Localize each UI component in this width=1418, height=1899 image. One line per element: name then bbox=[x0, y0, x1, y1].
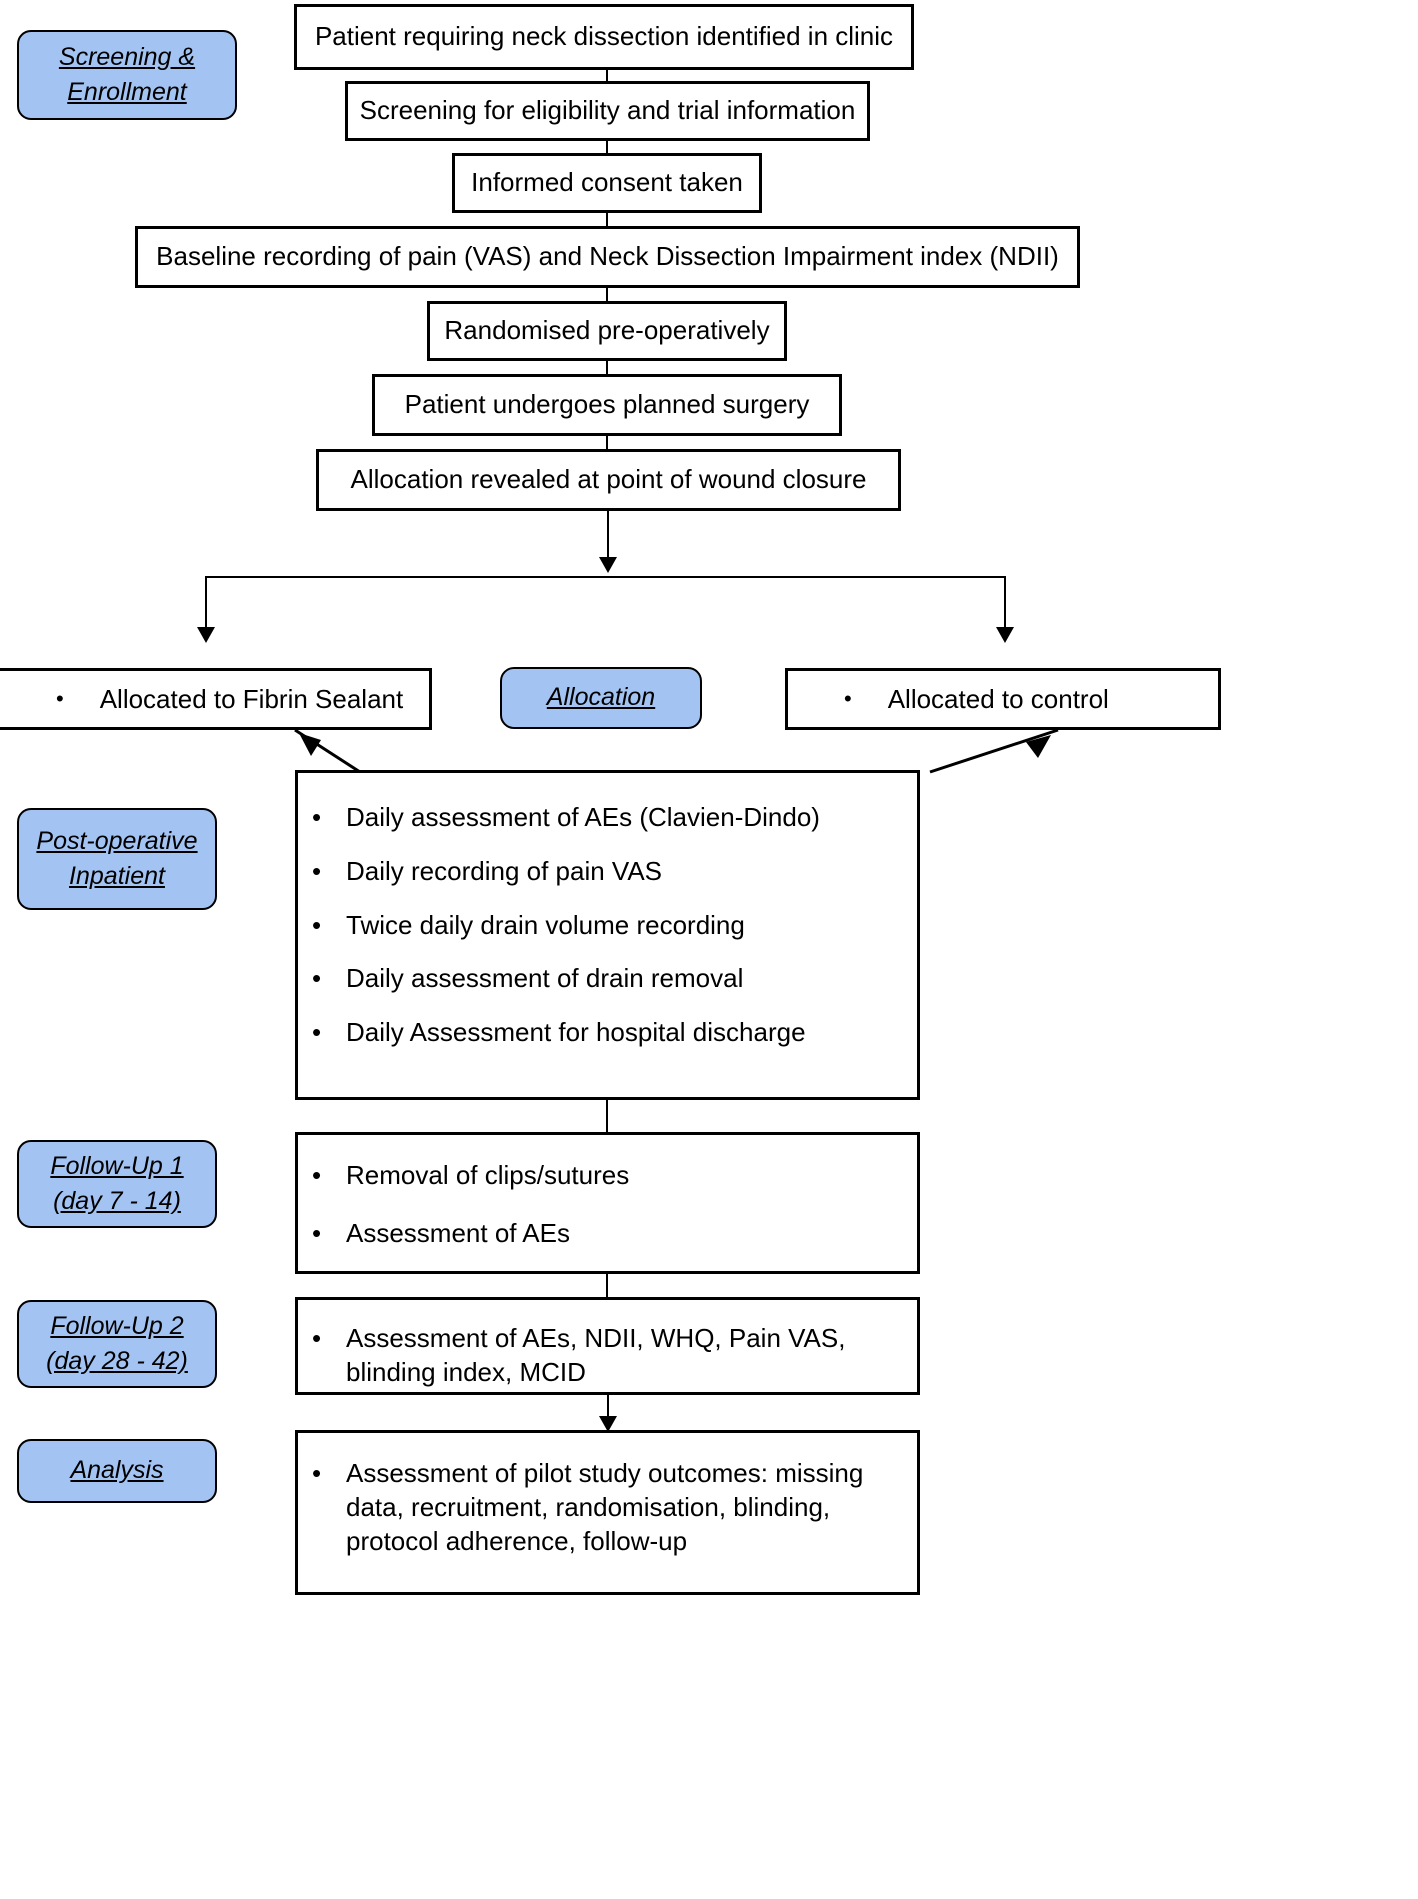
stage-label-allocation: Allocation bbox=[500, 667, 702, 729]
connector-consent-to-baseline bbox=[606, 211, 608, 227]
connector-arms-converge bbox=[294, 728, 1059, 774]
arrowhead-left-arm bbox=[197, 627, 215, 643]
stage-label-screening-enrollment: Screening & Enrollment bbox=[17, 30, 237, 120]
list-item-text: Assessment of pilot study outcomes: miss… bbox=[346, 1458, 864, 1556]
connector-split-horizontal bbox=[205, 576, 1005, 578]
list-item: • Daily recording of pain VAS bbox=[298, 855, 917, 889]
process-box-identified: Patient requiring neck dissection identi… bbox=[294, 4, 914, 70]
arm-box-text: Allocated to control bbox=[887, 683, 1109, 714]
bullet-icon: • bbox=[312, 1217, 322, 1248]
connector-screening-to-consent bbox=[606, 139, 608, 154]
stage-label-line: Inpatient bbox=[69, 862, 165, 890]
stage-label-line: Follow-Up 2 bbox=[50, 1311, 184, 1340]
process-box-surgery: Patient undergoes planned surgery bbox=[372, 374, 842, 436]
stage-label-line: Allocation bbox=[546, 683, 656, 712]
bullet-icon: • bbox=[312, 963, 322, 994]
list-item: • Daily Assessment for hospital discharg… bbox=[298, 1016, 917, 1050]
bullet-icon: • bbox=[312, 802, 322, 832]
panel-list: • Daily assessment of AEs (Clavien-Dindo… bbox=[298, 801, 917, 1050]
bullet-icon: • bbox=[844, 686, 852, 711]
connector-baseline-to-randomised bbox=[606, 286, 608, 302]
list-item: • Assessment of pilot study outcomes: mi… bbox=[298, 1457, 917, 1558]
connector-surgery-to-allocation-revealed bbox=[606, 434, 608, 450]
connector-followup2-to-analysis bbox=[607, 1393, 609, 1423]
panel-follow-up-2: • Assessment of AEs, NDII, WHQ, Pain VAS… bbox=[295, 1297, 920, 1395]
connector-split-right-down bbox=[1004, 576, 1006, 633]
stage-label-follow-up-1: Follow-Up 1 (day 7 - 14) bbox=[17, 1140, 217, 1228]
stage-label-line: Enrollment bbox=[67, 78, 187, 106]
arm-box-text: Allocated to Fibrin Sealant bbox=[99, 683, 404, 714]
list-item: • Assessment of AEs bbox=[298, 1217, 917, 1251]
process-box-text: Patient undergoes planned surgery bbox=[404, 389, 810, 420]
panel-list: • Assessment of AEs, NDII, WHQ, Pain VAS… bbox=[298, 1322, 917, 1390]
process-box-allocation-revealed: Allocation revealed at point of wound cl… bbox=[316, 449, 901, 511]
list-item-text: Assessment of AEs, NDII, WHQ, Pain VAS, … bbox=[346, 1323, 846, 1387]
bullet-icon: • bbox=[312, 909, 322, 940]
stage-label-line: Post-operative bbox=[36, 826, 198, 855]
stage-label-line: Follow-Up 1 bbox=[50, 1151, 184, 1180]
arm-box-control: • Allocated to control bbox=[785, 668, 1221, 730]
process-box-screening-eligibility: Screening for eligibility and trial info… bbox=[345, 81, 870, 141]
bullet-icon: • bbox=[312, 1017, 322, 1048]
panel-post-operative-inpatient: • Daily assessment of AEs (Clavien-Dindo… bbox=[295, 770, 920, 1100]
stage-label-line: Analysis bbox=[70, 1456, 164, 1485]
arrowhead-allocation-split bbox=[599, 557, 617, 573]
stage-label-line: (day 7 - 14) bbox=[53, 1187, 181, 1215]
connector-allocation-down bbox=[607, 511, 609, 563]
list-item-text: Assessment of AEs bbox=[346, 1217, 570, 1248]
stage-label-follow-up-2: Follow-Up 2 (day 28 - 42) bbox=[17, 1300, 217, 1388]
list-item: • Removal of clips/sutures bbox=[298, 1159, 917, 1193]
arrowhead-right-arm bbox=[996, 627, 1014, 643]
panel-follow-up-1: • Removal of clips/sutures • Assessment … bbox=[295, 1132, 920, 1274]
process-box-baseline-recording: Baseline recording of pain (VAS) and Nec… bbox=[135, 226, 1080, 288]
process-box-text: Informed consent taken bbox=[471, 167, 743, 198]
connector-identified-to-screening bbox=[606, 68, 608, 82]
bullet-icon: • bbox=[312, 855, 322, 886]
list-item-text: Daily assessment of drain removal bbox=[346, 963, 744, 994]
process-box-text: Patient requiring neck dissection identi… bbox=[314, 21, 894, 52]
panel-analysis: • Assessment of pilot study outcomes: mi… bbox=[295, 1430, 920, 1595]
panel-list: • Assessment of pilot study outcomes: mi… bbox=[298, 1457, 917, 1558]
list-item: • Daily assessment of AEs (Clavien-Dindo… bbox=[298, 801, 917, 835]
list-item: • Twice daily drain volume recording bbox=[298, 909, 917, 943]
stage-label-line: Screening & bbox=[58, 42, 196, 71]
list-item-text: Twice daily drain volume recording bbox=[346, 909, 745, 940]
stage-label-line: (day 28 - 42) bbox=[46, 1347, 188, 1375]
connector-split-left-down bbox=[205, 576, 207, 633]
process-box-text: Baseline recording of pain (VAS) and Nec… bbox=[156, 241, 1059, 272]
process-box-informed-consent: Informed consent taken bbox=[452, 153, 762, 213]
connector-postop-to-followup1 bbox=[606, 1098, 608, 1133]
list-item: • Assessment of AEs, NDII, WHQ, Pain VAS… bbox=[298, 1322, 917, 1390]
process-box-text: Screening for eligibility and trial info… bbox=[359, 95, 856, 126]
list-item: • Daily assessment of drain removal bbox=[298, 962, 917, 996]
stage-label-post-operative-inpatient: Post-operative Inpatient bbox=[17, 808, 217, 910]
stage-label-analysis: Analysis bbox=[17, 1439, 217, 1503]
list-item-text: Daily recording of pain VAS bbox=[346, 855, 663, 886]
connector-randomised-to-surgery bbox=[606, 359, 608, 375]
process-box-randomised: Randomised pre-operatively bbox=[427, 301, 787, 361]
bullet-icon: • bbox=[312, 1458, 322, 1488]
bullet-icon: • bbox=[312, 1323, 322, 1353]
list-item-text: Removal of clips/sutures bbox=[346, 1160, 630, 1190]
list-item-text: Daily Assessment for hospital discharge bbox=[346, 1017, 806, 1048]
process-box-text: Allocation revealed at point of wound cl… bbox=[350, 464, 867, 495]
panel-list: • Removal of clips/sutures • Assessment … bbox=[298, 1159, 917, 1251]
bullet-icon: • bbox=[312, 1160, 322, 1190]
process-box-text: Randomised pre-operatively bbox=[444, 315, 770, 346]
list-item-text: Daily assessment of AEs (Clavien-Dindo) bbox=[346, 802, 820, 832]
arm-box-fibrin-sealant: • Allocated to Fibrin Sealant bbox=[0, 668, 432, 730]
connector-followup1-to-followup2 bbox=[606, 1272, 608, 1298]
arrowhead-analysis bbox=[599, 1416, 617, 1432]
bullet-icon: • bbox=[56, 686, 64, 711]
